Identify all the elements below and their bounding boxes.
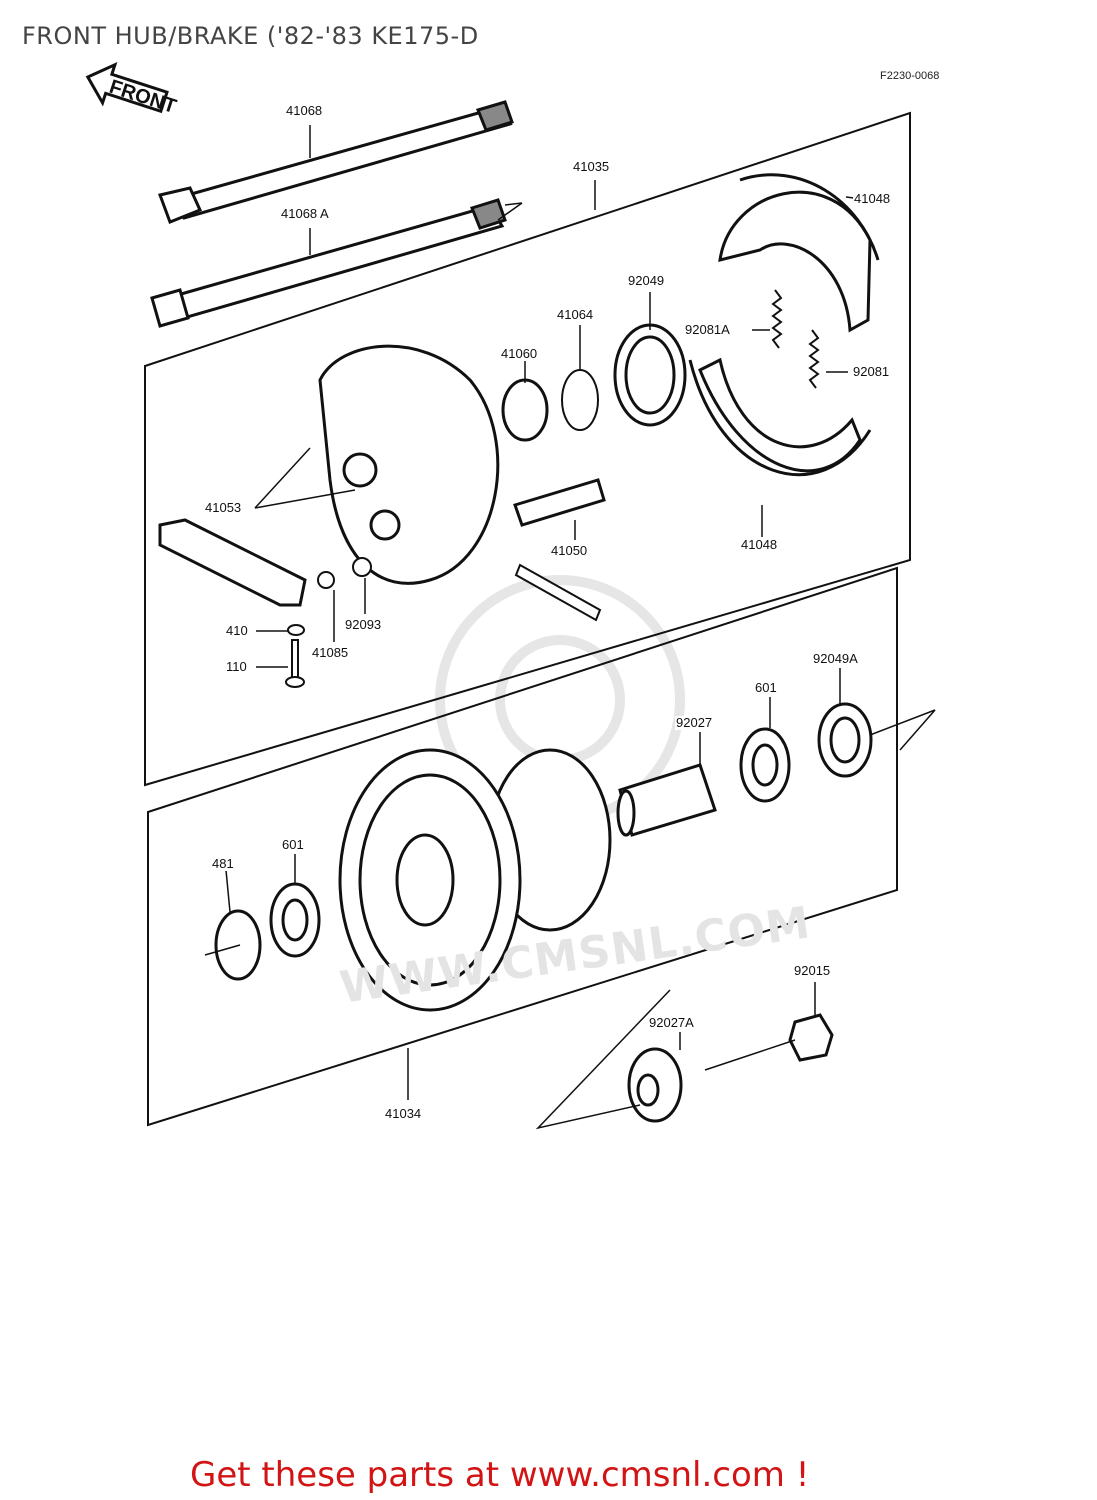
brake-panel-plate bbox=[318, 344, 500, 585]
front-arrow-icon: FRONT bbox=[85, 62, 179, 118]
bearing-601-left bbox=[269, 882, 321, 958]
cta-link[interactable]: Get these parts at www.cmsnl.com ! bbox=[190, 1455, 810, 1495]
spring-92081 bbox=[808, 329, 820, 389]
page-title: FRONT HUB/BRAKE ('82-'83 KE175-D bbox=[22, 22, 479, 50]
part-label-92027[interactable]: 92027 bbox=[675, 715, 714, 730]
part-label-41048-top[interactable]: 41048 bbox=[853, 191, 892, 206]
part-label-92015[interactable]: 92015 bbox=[793, 963, 832, 978]
diagram-code: F2230-0068 bbox=[880, 70, 940, 82]
part-label-92027A[interactable]: 92027A bbox=[648, 1015, 695, 1030]
nut-92015 bbox=[788, 1013, 834, 1062]
circlip-481 bbox=[214, 909, 262, 981]
part-label-601-left[interactable]: 601 bbox=[281, 837, 305, 852]
part-label-41048-bottom[interactable]: 41048 bbox=[740, 537, 779, 552]
part-label-92049[interactable]: 92049 bbox=[627, 273, 666, 288]
bearing-601-right bbox=[739, 727, 791, 803]
seal-92049A bbox=[817, 702, 873, 778]
part-label-481[interactable]: 481 bbox=[211, 856, 235, 871]
part-label-41068[interactable]: 41068 bbox=[285, 103, 324, 118]
part-label-410[interactable]: 410 bbox=[225, 623, 249, 638]
cam-lever-41053 bbox=[158, 518, 307, 607]
collar-92027A bbox=[627, 1047, 683, 1123]
axle-41068A bbox=[150, 198, 507, 328]
axle-41068 bbox=[158, 100, 514, 224]
camshaft-41050 bbox=[513, 478, 606, 527]
gear-41060 bbox=[501, 378, 549, 442]
part-label-110[interactable]: 110 bbox=[225, 659, 248, 674]
part-label-92081[interactable]: 92081 bbox=[852, 364, 891, 379]
brake-shoe-bottom bbox=[688, 357, 872, 477]
spacer-92027 bbox=[616, 763, 717, 837]
part-label-601-right[interactable]: 601 bbox=[754, 680, 778, 695]
part-label-92093[interactable]: 92093 bbox=[344, 617, 383, 632]
washer-41064 bbox=[561, 369, 599, 431]
brake-panel-box bbox=[144, 111, 911, 787]
front-badge-label: FRONT bbox=[107, 76, 179, 118]
part-label-41085[interactable]: 41085 bbox=[311, 645, 350, 660]
brake-shoe-top bbox=[718, 173, 880, 333]
small-parts bbox=[285, 557, 602, 688]
hub-box bbox=[147, 566, 898, 1127]
part-label-41060[interactable]: 41060 bbox=[500, 346, 539, 361]
part-label-41064[interactable]: 41064 bbox=[556, 307, 595, 322]
part-label-41050[interactable]: 41050 bbox=[550, 543, 589, 558]
part-label-41034[interactable]: 41034 bbox=[384, 1106, 423, 1121]
part-label-41053[interactable]: 41053 bbox=[204, 500, 243, 515]
part-label-92049A[interactable]: 92049A bbox=[812, 651, 859, 666]
part-label-41035[interactable]: 41035 bbox=[572, 159, 611, 174]
seal-92049 bbox=[613, 323, 687, 427]
part-label-92081A[interactable]: 92081A bbox=[684, 322, 731, 337]
spring-92081A bbox=[771, 289, 783, 349]
hub-drum bbox=[338, 748, 612, 1012]
part-label-41068A[interactable]: 41068 A bbox=[280, 206, 330, 221]
